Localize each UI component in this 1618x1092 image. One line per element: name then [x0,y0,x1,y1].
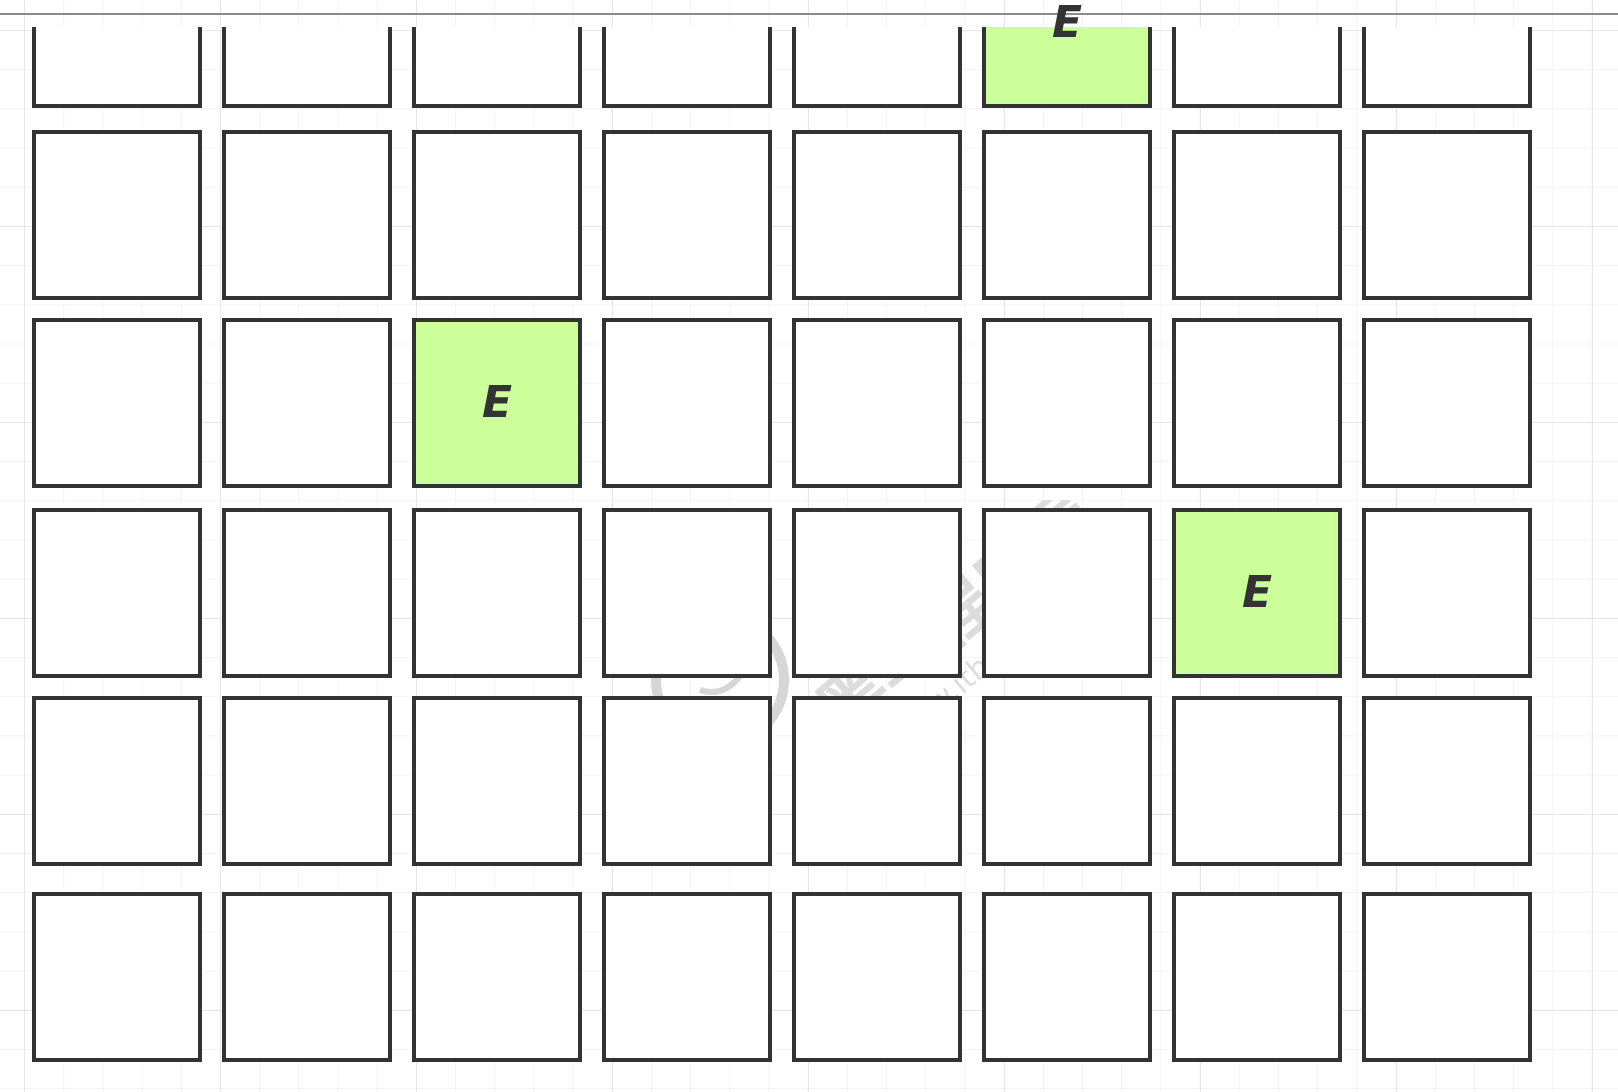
grid-cell [222,318,392,488]
grid-cell [1362,508,1532,678]
grid-cell [32,27,202,108]
cell-label: E [1051,0,1083,48]
grid-cell [222,508,392,678]
cell-label: E [1241,567,1273,618]
grid-cell [1362,318,1532,488]
grid-cell [602,318,772,488]
grid-cell [1362,696,1532,866]
grid-cell-highlighted: E [1172,508,1342,678]
grid-cell [602,696,772,866]
grid-cell [982,318,1152,488]
grid-cell [792,318,962,488]
grid-cell [1172,696,1342,866]
grid-cell [1172,27,1342,108]
grid-cell [222,696,392,866]
grid-cell [982,696,1152,866]
grid-cell [222,892,392,1062]
grid-cell [792,27,962,108]
grid-cell-highlighted: E [412,318,582,488]
grid-cell [1362,27,1532,108]
cell-label: E [481,377,513,428]
grid-cell [1172,892,1342,1062]
grid-cell [792,892,962,1062]
grid-cell [412,27,582,108]
grid-cell [32,892,202,1062]
grid-cell [602,130,772,300]
grid-cell [602,508,772,678]
grid-cell [982,892,1152,1062]
grid-cell [32,508,202,678]
grid-cell [792,696,962,866]
grid-cell [412,696,582,866]
grid-cell [32,696,202,866]
grid-cell [602,27,772,108]
grid-cell [412,892,582,1062]
grid-cell [602,892,772,1062]
grid-cell-highlighted: E [982,1,1152,108]
grid-cell [32,130,202,300]
grid-cell [982,130,1152,300]
grid-cell [792,508,962,678]
grid-cell [792,130,962,300]
grid-cell [1172,318,1342,488]
grid-cell [1362,892,1532,1062]
grid-cell [982,508,1152,678]
grid-cell [1362,130,1532,300]
grid-cell [412,508,582,678]
grid-cell [1172,130,1342,300]
top-divider-line [0,13,1618,15]
grid-cell [222,130,392,300]
grid-cell [32,318,202,488]
grid-cell [412,130,582,300]
grid-cell [222,27,392,108]
